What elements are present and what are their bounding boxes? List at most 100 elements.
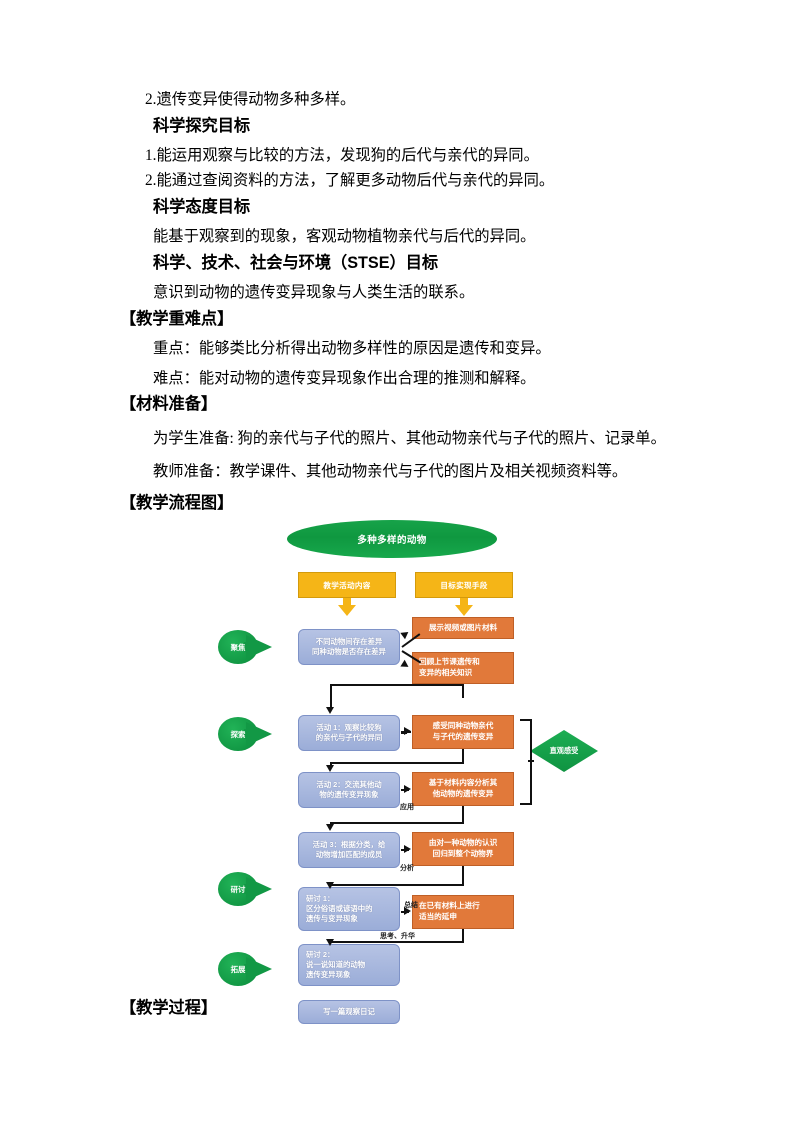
- activity-box-focus-question: 不同动物间存在差异 同种动物是否存在差异: [298, 629, 400, 665]
- connector-arrowhead: [326, 765, 334, 772]
- box-line-2: 同种动物是否存在差异: [312, 647, 386, 656]
- box-line-1: 活动 1：观察比较狗: [316, 722, 382, 732]
- stage-label: 探索: [230, 729, 246, 739]
- section-heading: 科学态度目标: [153, 197, 251, 216]
- section-heading: 科学探究目标: [153, 116, 251, 135]
- box-line-1: 活动 2：交流其他动: [316, 779, 382, 789]
- box-line-1: 不同动物间存在差异: [315, 636, 383, 646]
- text-line: 重点：能够类比分析得出动物多样性的原因是遗传和变异。: [153, 339, 551, 357]
- text-line: 能基于观察到的现象，客观动物植物亲代与后代的异同。: [153, 227, 536, 245]
- final-section-heading: 【教学过程】: [120, 999, 218, 1017]
- stage-marker-extend: 拓展: [218, 952, 274, 986]
- arrow-head: [338, 605, 356, 616]
- box-line-2: 的亲代与子代的异同: [315, 733, 383, 742]
- connector-label-summary: 总结: [404, 902, 418, 909]
- arrow-head: [455, 605, 473, 616]
- connector-hline: [330, 684, 464, 686]
- text-line: 教师准备：教学课件、其他动物亲代与子代的图片及相关视频资料等。: [153, 463, 628, 481]
- box-line-1: 研讨 2：: [306, 949, 335, 959]
- connector-hline: [528, 760, 534, 762]
- connector-arrowhead: [404, 844, 411, 853]
- text-line: 2.能通过查阅资料的方法，了解更多动物后代与亲代的异同。: [145, 171, 555, 189]
- activity-box-1: 活动 1：观察比较狗 的亲代与子代的异同: [298, 715, 400, 751]
- section-heading: 科学、技术、社会与环境（STSE）目标: [153, 253, 439, 272]
- means-box-whole: 由对一种动物的认识 回归到整个动物界: [412, 832, 514, 866]
- activity-box-2: 活动 2：交流其他动 物的遗传变异现象: [298, 772, 400, 808]
- stage-label: 拓展: [230, 964, 246, 974]
- box-line-3: 遗传变异现象: [306, 970, 351, 980]
- yellow-down-arrow-icon: [455, 598, 473, 616]
- connector-vline: [462, 806, 464, 824]
- means-box-review: 回顾上节课遗传和 变异的相关知识: [412, 652, 514, 684]
- activity-box-3: 活动 3：根据分类，给 动物增加匹配的成员: [298, 832, 400, 868]
- box-line-2: 与子代的遗传变异: [432, 732, 494, 741]
- spacer: [120, 418, 690, 427]
- connector-vline: [462, 749, 464, 764]
- box-line-1: 回顾上节课遗传和: [419, 657, 480, 667]
- column-header-means: 目标实现手段: [415, 572, 513, 598]
- document-text-body: 2.遗传变异使得动物多种多样。 科学探究目标 1.能运用观察与比较的方法，发现狗…: [120, 88, 690, 516]
- pentagon-neck: [244, 642, 258, 652]
- connector-vline: [462, 866, 464, 886]
- stage-marker-discuss: 研讨: [218, 872, 274, 906]
- box-line-2: 区分俗语或谚语中的: [306, 903, 373, 913]
- text-line: 为学生准备: 狗的亲代与子代的照片、其他动物亲代与子代的照片、记录单。: [153, 429, 666, 447]
- connector-vline: [330, 762, 332, 766]
- connector-vline: [330, 684, 332, 708]
- connector-arrowhead: [326, 939, 334, 946]
- pentagon-neck: [244, 964, 258, 974]
- connector-hline: [330, 941, 464, 943]
- bracket-to-diamond: [520, 719, 532, 805]
- discussion-box-2: 研讨 2： 说一说知道的动物 遗传变异现象: [298, 944, 400, 986]
- spacer: [120, 451, 690, 460]
- means-box-extend: 在已有材料上进行 适当的延申: [412, 895, 514, 929]
- connector-hline: [330, 762, 464, 764]
- box-line-2: 回归到整个动物界: [432, 849, 494, 858]
- connector-arrowhead: [404, 727, 411, 735]
- text-line: 难点：能对动物的遗传变异现象作出合理的推测和解释。: [153, 369, 536, 387]
- stage-marker-explore: 探索: [218, 717, 274, 751]
- connector-label-analyze: 分析: [400, 865, 414, 872]
- yellow-down-arrow-icon: [338, 598, 356, 616]
- text-line: 意识到动物的遗传变异现象与人类生活的联系。: [153, 283, 475, 301]
- box-line-2: 物的遗传变异现象: [319, 790, 379, 799]
- extend-box: 写一篇观察日记: [298, 1000, 400, 1024]
- column-header-activity: 教学活动内容: [298, 572, 396, 598]
- stage-label: 聚焦: [230, 642, 246, 652]
- stage-label: 研讨: [230, 884, 246, 894]
- connector-label-elevate: 思考、升华: [380, 933, 415, 940]
- connector-arrowhead: [404, 906, 411, 915]
- box-line-2: 他动物的遗传变异: [432, 789, 494, 798]
- box-line-2: 变异的相关知识: [419, 668, 473, 677]
- discussion-box-1: 研讨 1： 区分俗语或谚语中的 遗传与变异现象: [298, 887, 400, 931]
- connector-arrowhead: [326, 824, 334, 831]
- box-line-1: 在已有材料上进行: [419, 901, 480, 911]
- flowchart-title-ellipse: 多种多样的动物: [287, 520, 497, 558]
- column-header-activity-label: 教学活动内容: [323, 580, 371, 590]
- diamond-intuitive-feeling: 直观感受: [530, 730, 598, 772]
- arrow-stem: [343, 598, 351, 605]
- connector-vline: [462, 684, 464, 698]
- box-line-1: 写一篇观察日记: [323, 1006, 375, 1016]
- column-header-means-label: 目标实现手段: [440, 580, 488, 590]
- box-line-2: 说一说知道的动物: [306, 959, 366, 969]
- stage-marker-focus: 聚焦: [218, 630, 274, 664]
- connector-arrowhead: [326, 882, 334, 889]
- box-line-2: 动物增加匹配的成员: [315, 850, 383, 859]
- box-line-1: 基于材料内容分析其: [428, 778, 498, 788]
- connector-vline: [462, 929, 464, 943]
- connector-arrowhead: [400, 628, 411, 640]
- connector-hline: [330, 822, 464, 824]
- flowchart-title-label: 多种多样的动物: [357, 535, 427, 546]
- box-line-1: 研讨 1：: [306, 893, 335, 903]
- pentagon-neck: [244, 884, 258, 894]
- text-line: 1.能运用观察与比较的方法，发现狗的后代与亲代的异同。: [145, 147, 539, 164]
- connector-hline: [402, 731, 405, 733]
- box-line-1: 展示视频或图片材料: [428, 622, 498, 632]
- section-heading-bracket: 【材料准备】: [120, 395, 218, 414]
- box-line-1: 活动 3：根据分类，给: [312, 839, 386, 849]
- connector-arrowhead: [326, 707, 334, 714]
- box-line-2: 适当的延申: [419, 912, 457, 921]
- means-box-analyze: 基于材料内容分析其 他动物的遗传变异: [412, 772, 514, 806]
- pentagon-neck: [244, 729, 258, 739]
